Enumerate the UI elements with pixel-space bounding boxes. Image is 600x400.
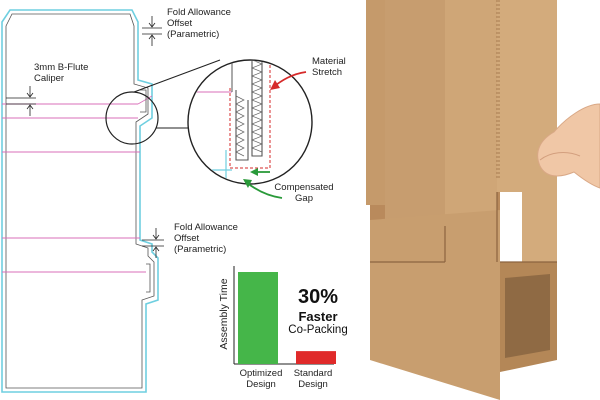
fold-allowance-top-label: Fold Allowance Offset (Parametric) xyxy=(167,7,231,40)
cardboard-edge-lines xyxy=(370,192,557,263)
cardboard-right-panel xyxy=(497,0,557,270)
fold-allowance-bottom-label: Fold Allowance Offset (Parametric) xyxy=(174,222,238,255)
gap-arrowhead-top xyxy=(250,168,258,176)
cardboard-base-left xyxy=(370,210,500,400)
chart-bar-optimized xyxy=(238,272,278,364)
magnifier-connector-top xyxy=(133,59,221,93)
chart-category-optimized: Optimized Design xyxy=(239,368,283,390)
chart-category-standard: Standard Design xyxy=(293,368,333,390)
material-stretch-arrowhead xyxy=(270,80,280,90)
panel-outline xyxy=(5,13,155,389)
callout-line2: Co-Packing xyxy=(288,324,348,336)
caliper-arrow-up xyxy=(26,104,34,116)
cardboard-front-flap xyxy=(445,0,522,262)
cardboard-inner-fold xyxy=(385,0,445,226)
fold-line-6 xyxy=(137,95,153,105)
fold-dim-top-arrow-down xyxy=(148,16,156,28)
magnified-detail-circle xyxy=(187,59,313,185)
corrugation-edge xyxy=(496,0,500,178)
slot-detail-bottom xyxy=(146,263,151,293)
hand-shape xyxy=(537,103,600,189)
callout-percent: 30% xyxy=(297,286,339,308)
cardboard-base-inner xyxy=(505,274,550,358)
material-stretch-label: Material Stretch xyxy=(312,56,346,78)
callout-line1: Faster xyxy=(298,309,338,324)
caliper-arrow-down xyxy=(26,86,34,98)
fold-dim-bottom-arrow-up xyxy=(152,246,160,258)
gap-arrowhead-bottom xyxy=(243,179,252,188)
caliper-label: 3mm B-Flute Caliper xyxy=(34,62,89,84)
cardboard-photo xyxy=(366,0,600,400)
chart-bar-standard xyxy=(296,351,336,364)
fold-dim-top-arrow-up xyxy=(148,34,156,46)
cut-contour xyxy=(1,9,159,393)
slot-detail-top xyxy=(140,89,147,113)
fold-dim-bottom-arrow-down xyxy=(152,228,160,240)
hand-finger xyxy=(539,152,581,161)
detail-source-circle xyxy=(105,91,159,145)
chart-y-axis-label: Assembly Time xyxy=(218,278,230,350)
magnified-detail-content xyxy=(189,61,271,183)
compensated-gap-label: Compensated Gap xyxy=(274,182,334,204)
